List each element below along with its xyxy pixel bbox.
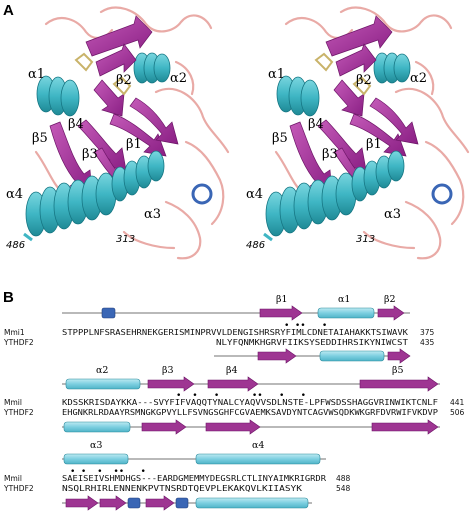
seq-text: SAEISEIVSHMDHGS---EARDGMEMMYDEGSRLCTLINY…	[62, 474, 326, 483]
residue-313: 313	[356, 234, 375, 245]
seq-name: YTHDF2	[3, 484, 34, 493]
conservation-dots: • • • •• •	[70, 467, 146, 477]
panel-b-label: B	[3, 289, 14, 306]
label-b4: β4	[308, 117, 324, 132]
panel-a-label: A	[3, 2, 14, 19]
label-b4: β4	[68, 117, 84, 132]
seq-end: 435	[420, 338, 435, 347]
ss-label-b5: β5	[392, 365, 404, 376]
label-b2: β2	[356, 73, 372, 88]
label-a4: α4	[246, 187, 263, 202]
strand-arrow-b2	[377, 305, 405, 321]
alignment-block-3: α3 α4 • • • •• • Mmil SAEISEIVSHMDHGS---…	[3, 440, 351, 511]
strand-arrow-b5	[359, 376, 439, 392]
helix-box-a3	[63, 453, 129, 465]
label-b1: β1	[366, 137, 382, 152]
label-b5: β5	[272, 131, 288, 146]
residue-313: 313	[116, 234, 135, 245]
helix-box	[101, 307, 116, 319]
seq-text: STPPPLNFSRASEHRNEKGERISMINPRVVLDENGISHRS…	[62, 328, 408, 337]
alignment-block-1: β1 α1 β2 • •• • Mmi1 STPPPLNFSRASEHRNEKG…	[3, 294, 435, 364]
ss-label-b1: β1	[276, 294, 288, 305]
strand-arrow-b4	[207, 376, 259, 392]
label-b5: β5	[32, 131, 48, 146]
ss-label-b2: β2	[384, 294, 396, 305]
seq-text: EHGNKRLRDAAYRSMNGKGPVYLLFSVNGSGHFCGVAEMK…	[62, 408, 438, 417]
seq-name: Mmi1	[4, 328, 25, 337]
strand-arrow-b3	[147, 376, 195, 392]
ss-label-a1: α1	[338, 294, 350, 305]
seq-end: 441	[450, 398, 465, 407]
ss-label-b3: β3	[162, 365, 174, 376]
residue-486: 486	[246, 240, 265, 251]
structure-right: α1 α2 β2 β4 β5 β3 β1 α4 α3 486 313	[246, 6, 470, 260]
seq-name: YTHDF2	[3, 408, 34, 417]
helix-box-a1	[317, 307, 375, 319]
seq-name: Mmil	[4, 398, 22, 407]
ss-label-a2: α2	[96, 365, 108, 376]
helix-box-a2	[65, 378, 141, 390]
alignment-block-2: α2 β3 β4 β5 • • • •• • • Mmil KDSSKRISDA…	[3, 365, 465, 435]
seq-name: YTHDF2	[3, 338, 34, 347]
label-b3: β3	[82, 147, 98, 162]
label-b1: β1	[126, 137, 142, 152]
label-a3: α3	[144, 207, 161, 222]
conservation-dots: • • • •• • •	[176, 391, 306, 401]
label-b2: β2	[116, 73, 132, 88]
conservation-dots: • •• •	[284, 321, 327, 331]
helix-box-a4	[195, 453, 321, 465]
ss-label-a3: α3	[90, 440, 102, 451]
seq-end: 375	[420, 328, 435, 337]
seq-end: 548	[336, 484, 351, 493]
ss-label-a4: α4	[252, 440, 264, 451]
seq-text: NLYFQNMKHGRVFIIKSYSEDDIHRSIKYNIWCST	[216, 338, 409, 347]
seq-end: 488	[336, 474, 351, 483]
label-a3: α3	[384, 207, 401, 222]
seq-end: 506	[450, 408, 465, 417]
seq-name: Mmil	[4, 474, 22, 483]
structure-left: α1 α2 β2 β4 β5 β3 β1 α4 α3 486 313	[6, 6, 230, 260]
residue-486: 486	[6, 240, 25, 251]
label-a1: α1	[268, 67, 285, 82]
ss-label-b4: β4	[226, 365, 238, 376]
label-a1: α1	[28, 67, 45, 82]
label-a2: α2	[170, 71, 187, 86]
seq-text: NSQLRHIRLENNENKPVTNSRDTQEVPLEKAKQVLKIIAS…	[62, 484, 303, 493]
label-a4: α4	[6, 187, 23, 202]
label-b3: β3	[322, 147, 338, 162]
seq-text: KDSSKRISDAYKKA---SVYFIFVAQQTYNALCYAQVVSD…	[62, 398, 438, 407]
label-a2: α2	[410, 71, 427, 86]
strand-arrow-b1	[259, 305, 303, 321]
